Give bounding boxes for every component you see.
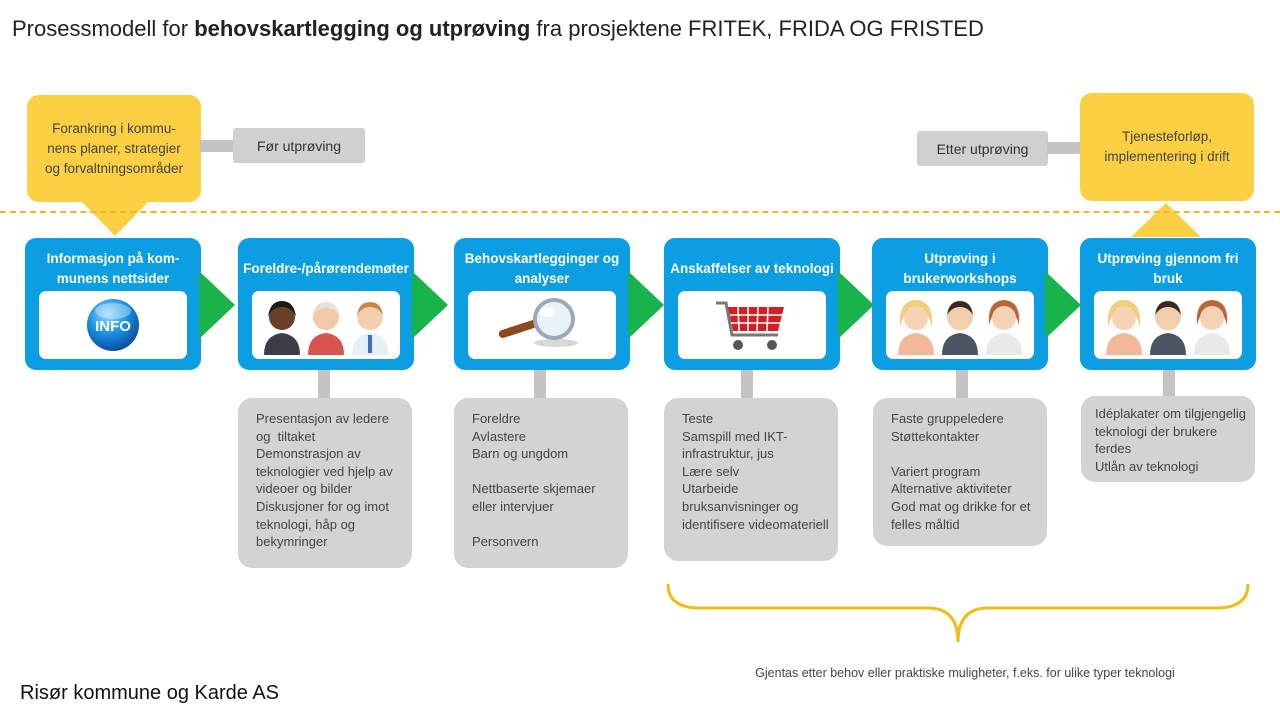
note-parent-meetings: Presentasjon av ledere og tiltaket Demon… (238, 398, 412, 568)
step-procurement: Anskaffelser av teknologi (664, 238, 840, 370)
note-line (472, 516, 620, 534)
step-needs-analysis: Behovskartlegginger og analyser (454, 238, 630, 370)
note-line: Alternative aktiviteter (891, 481, 1012, 497)
after-connector (1047, 142, 1081, 154)
step-label: Anskaffelser av teknologi (670, 261, 834, 276)
note-connector (741, 370, 753, 400)
step-label: Utprøving i brukerworkshops (903, 251, 1017, 286)
shopping-cart-icon (716, 301, 784, 350)
service-callout: Tjenesteforløp, implementering i drift (1080, 93, 1254, 201)
footer-credit: Risør kommune og Karde AS (20, 682, 279, 704)
step-label: Informasjon på kom-munens nettsider (46, 251, 180, 286)
step-image (678, 291, 826, 359)
after-tag-text: Etter utprøving (936, 140, 1029, 157)
step-label: Foreldre-/pårørendemøter (243, 261, 409, 276)
page-title: Prosessmodell for behovskartlegging og u… (12, 16, 984, 42)
after-tag: Etter utprøving (917, 131, 1048, 166)
step-free-use: Utprøving gjennom fri bruk (1080, 238, 1256, 370)
note-line (472, 463, 620, 481)
note-line: Diskusjoner for og imot teknologi, håp o… (256, 498, 393, 550)
note-line: Foreldre (472, 411, 521, 426)
before-tag-text: Før utprøving (256, 137, 341, 154)
note-procurement: Teste Samspill med IKT-infrastruktur, ju… (664, 398, 838, 561)
info-icon-text: INFO (95, 318, 131, 335)
people-icon (898, 300, 1022, 355)
title-prefix: Prosessmodell for (12, 16, 195, 41)
anchoring-callout-text: Forankring i kommu-nens planer, strategi… (44, 120, 184, 176)
repeat-brace (666, 583, 1250, 643)
people-icon (264, 301, 388, 355)
title-suffix: fra prosjektene FRITEK, FRIDA OG FRISTED (530, 16, 984, 41)
magnifier-icon (498, 298, 578, 347)
note-line: Barn og ungdom (472, 446, 569, 462)
note-line: Faste gruppeledere (891, 411, 1004, 426)
note-line: Samspill med IKT-infrastruktur, jus (682, 428, 788, 462)
repeat-note: Gjentas etter behov eller praktiske muli… (755, 666, 1175, 680)
note-connector (318, 370, 330, 400)
step-image (886, 291, 1034, 359)
step-image (1094, 291, 1242, 359)
note-line: God mat og drikke for et felles måltid (891, 498, 1035, 532)
note-connector (534, 370, 546, 400)
info-icon: INFO (87, 299, 139, 351)
step-workshops: Utprøving i brukerworkshops (872, 238, 1048, 370)
flow-arrow (838, 271, 874, 339)
note-line: Lære selv (682, 463, 740, 479)
note-line: Demonstrasjon av teknologier ved hjelp a… (256, 446, 397, 497)
note-connector (1163, 370, 1175, 398)
note-workshops: Faste gruppeledere Støttekontakter Varie… (873, 398, 1047, 546)
note-line: Nettbaserte skjemaer eller intervjuer (472, 481, 600, 514)
note-free-use: Idéplakater om tilgjengelig teknologi de… (1081, 396, 1255, 482)
people-icon (1106, 300, 1230, 355)
note-connector (956, 370, 968, 400)
phase-divider-line (0, 211, 1280, 213)
note-line: Utarbeide bruksanvisninger og identifise… (682, 481, 829, 532)
service-callout-pointer (1131, 203, 1201, 237)
note-line (891, 445, 1039, 463)
note-line: Presentasjon av ledere og tiltaket (256, 411, 393, 444)
note-line: Personvern (472, 534, 539, 550)
note-line: Teste (682, 411, 714, 426)
step-image: INFO (39, 291, 187, 359)
before-tag: Før utprøving (233, 128, 365, 163)
title-bold: behovskartlegging og utprøving (194, 16, 531, 41)
step-image (468, 291, 616, 359)
flow-arrow (199, 271, 235, 339)
note-line: Avlastere (472, 428, 526, 444)
step-label: Behovskartlegginger og analyser (464, 251, 620, 286)
step-label: Utprøving gjennom fri bruk (1097, 251, 1239, 286)
note-line: Støttekontakter (891, 428, 980, 444)
before-connector (200, 140, 234, 152)
flow-arrow (412, 271, 448, 339)
step-image (252, 291, 400, 359)
step-parent-meetings: Foreldre-/pårørendemøter (238, 238, 414, 370)
flow-arrow (628, 271, 664, 339)
service-callout-text: Tjenesteforløp, implementering i drift (1104, 129, 1230, 164)
note-line: Variert program (891, 463, 981, 479)
anchoring-callout: Forankring i kommu-nens planer, strategi… (27, 95, 201, 202)
note-line: Utlån av teknologi (1095, 458, 1199, 474)
note-needs-analysis: Foreldre Avlastere Barn og ungdom Nettba… (454, 398, 628, 568)
note-line: Idéplakater om tilgjengelig teknologi de… (1095, 406, 1250, 457)
flow-arrow (1045, 271, 1081, 339)
anchoring-callout-pointer (80, 200, 150, 236)
step-information: Informasjon på kom-munens nettsider INFO (25, 238, 201, 370)
